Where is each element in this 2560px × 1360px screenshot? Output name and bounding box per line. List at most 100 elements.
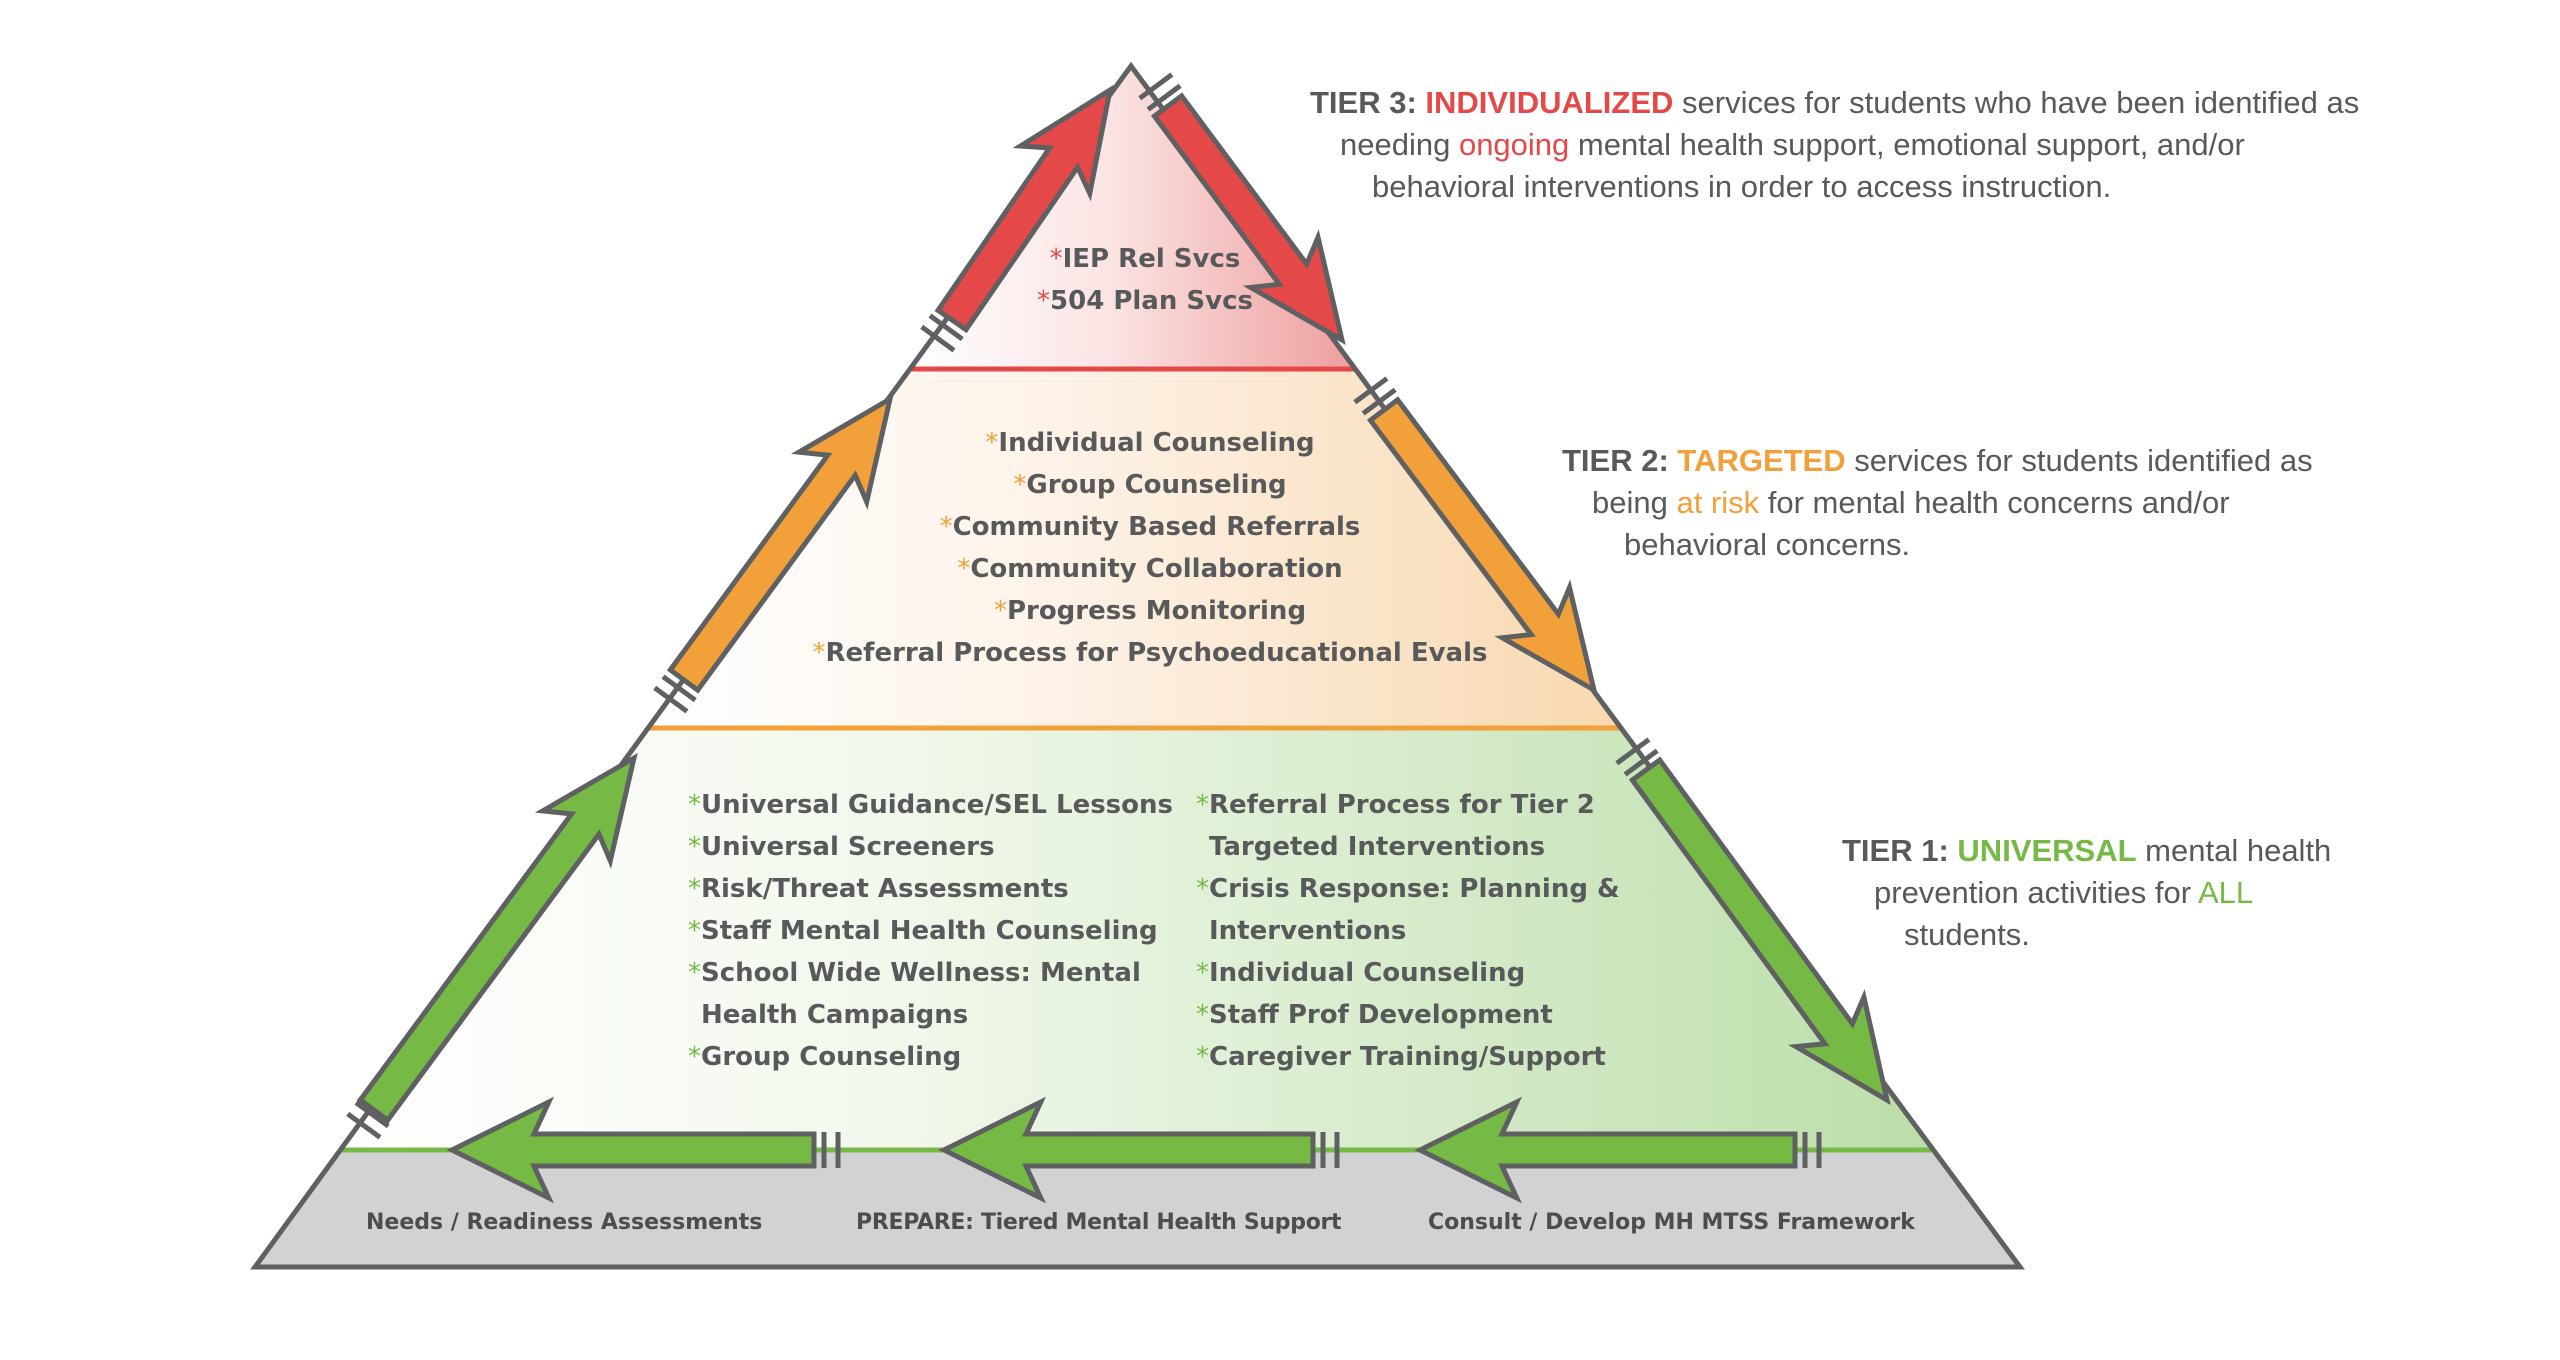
tier3-service-item: *504 Plan Svcs [1000,280,1290,322]
tier3-up-arrow [934,84,1114,334]
tier3-desc-line2-pre: needing [1340,127,1459,162]
base-arrow-needs [446,1096,817,1204]
tier1-down-arrow [1628,756,1891,1106]
tier1-down-tick-icon [1615,737,1651,766]
tier2-services-list: *Individual Counseling*Group Counseling*… [780,422,1520,674]
bullet-asterisk-icon: * [1049,244,1063,274]
tier2-service-item: *Group Counseling [780,464,1520,506]
base-step-consult: Consult / Develop MH MTSS Framework [1428,1210,1915,1235]
tier1-desc-line3: students. [1904,917,2030,952]
tier1-desc-line2-pre: prevention activities for [1874,875,2198,910]
service-text: Group Counseling [1026,470,1287,500]
tier1-accent: UNIVERSAL [1957,833,2137,868]
service-text: Community Collaboration [970,554,1343,584]
tier1-description: TIER 1: UNIVERSAL mental health preventi… [1842,830,2331,956]
service-text: Referral Process for Psychoeducational E… [825,638,1488,668]
tier1-up-arrow [356,752,638,1124]
tier2-up-tick-icon [653,685,689,714]
service-text: Individual Counseling [998,428,1315,458]
bullet-asterisk-icon: * [688,790,701,820]
tier1-up-tick-icon [354,1100,390,1129]
tier1-service-item: *Referral Process for Tier 2 [1196,784,1620,826]
tier3-services-list: *IEP Rel Svcs*504 Plan Svcs [1000,238,1290,322]
base-step-needs-assessment: Needs / Readiness Assessments [366,1210,763,1235]
tier1-label: TIER 1: [1842,833,1949,868]
tier1-up-tick-icon [346,1111,382,1140]
tier1-services-list-left: *Universal Guidance/SEL Lessons*Universa… [688,784,1173,1078]
service-text: Group Counseling [701,1042,962,1072]
service-text: Risk/Threat Assessments [701,874,1069,904]
tier2-service-item: *Community Collaboration [780,548,1520,590]
tier3-fill [911,66,1355,368]
tier2-down-tick-icon [1361,387,1397,416]
tier2-service-item: *Individual Counseling [780,422,1520,464]
base-arrow-prepare [938,1096,1316,1204]
service-text: 504 Plan Svcs [1050,286,1253,316]
tier1-desc-line1: mental health [2136,833,2332,868]
tier1-service-item: *Crisis Response: Planning & [1196,868,1620,910]
bullet-asterisk-icon: * [939,512,953,542]
service-text-continued: Targeted Interventions [1209,832,1546,862]
tier3-down-tick-icon [1138,72,1174,101]
bullet-asterisk-icon: * [688,874,701,904]
bullet-asterisk-icon: * [985,428,999,458]
bullet-asterisk-icon: * [1196,874,1209,904]
tier2-service-item: *Referral Process for Psychoeducational … [780,632,1520,674]
tier1-desc-accent: ALL [2197,875,2254,910]
tier1-service-item: *Universal Screeners [688,826,1173,868]
tier1-service-item: *Caregiver Training/Support [1196,1036,1620,1078]
tier2-label: TIER 2: [1562,443,1669,478]
bullet-asterisk-icon: * [1013,470,1027,500]
bullet-asterisk-icon: * [1037,286,1051,316]
tier2-accent: TARGETED [1677,443,1846,478]
service-text: Referral Process for Tier 2 [1209,790,1595,820]
tier3-up-tick-icon [920,324,956,353]
service-text: Progress Monitoring [1006,596,1307,626]
tier1-service-item: *Staff Mental Health Counseling [688,910,1173,952]
base-arrow-consult [1414,1096,1798,1204]
tier1-service-item: *School Wide Wellness: Mental [688,952,1173,994]
bullet-asterisk-icon: * [957,554,971,584]
tier2-desc-line2-pre: being [1592,485,1677,520]
bullet-asterisk-icon: * [1196,1042,1209,1072]
bullet-asterisk-icon: * [688,916,701,946]
tier3-label: TIER 3: [1310,85,1417,120]
bullet-asterisk-icon: * [688,832,701,862]
bullet-asterisk-icon: * [1196,790,1209,820]
tier2-desc-accent: at risk [1676,485,1760,520]
tier2-service-item: *Community Based Referrals [780,506,1520,548]
tier3-desc-line2: mental health support, emotional support… [1569,127,2245,162]
tier2-down-arrow [1366,396,1598,696]
tier2-desc-line2: for mental health concerns and/or [1759,485,2230,520]
tier2-fill [649,368,1620,727]
tier3-desc-line1: services for students who have been iden… [1673,85,2360,120]
service-text: Staff Prof Development [1209,1000,1553,1030]
tier1-service-item: *Individual Counseling [1196,952,1620,994]
service-text: Individual Counseling [1209,958,1526,988]
base-step-prepare: PREPARE: Tiered Mental Health Support [856,1210,1342,1235]
tier2-desc-line3: behavioral concerns. [1624,527,1911,562]
bullet-asterisk-icon: * [688,958,701,988]
tier1-fill [340,727,1933,1150]
bullet-asterisk-icon: * [812,638,826,668]
tier2-down-tick-icon [1353,376,1389,405]
service-text-continued: Health Campaigns [701,1000,969,1030]
tier3-accent: INDIVIDUALIZED [1425,85,1674,120]
service-text: School Wide Wellness: Mental [701,958,1141,988]
bullet-asterisk-icon: * [1196,1000,1209,1030]
service-text-continued: Interventions [1209,916,1407,946]
service-text: Universal Screeners [701,832,995,862]
tier2-description: TIER 2: TARGETED services for students i… [1562,440,2313,566]
bullet-asterisk-icon: * [993,596,1007,626]
service-text: Caregiver Training/Support [1209,1042,1606,1072]
tier1-down-tick-icon [1623,748,1659,777]
service-text: Community Based Referrals [952,512,1361,542]
tier1-service-item: *Staff Prof Development [1196,994,1620,1036]
tier2-service-item: *Progress Monitoring [780,590,1520,632]
tier3-up-tick-icon [928,313,964,342]
tier3-down-tick-icon [1146,83,1182,112]
tier3-service-item: *IEP Rel Svcs [1000,238,1290,280]
tier3-desc-line3: behavioral interventions in order to acc… [1372,169,2112,204]
